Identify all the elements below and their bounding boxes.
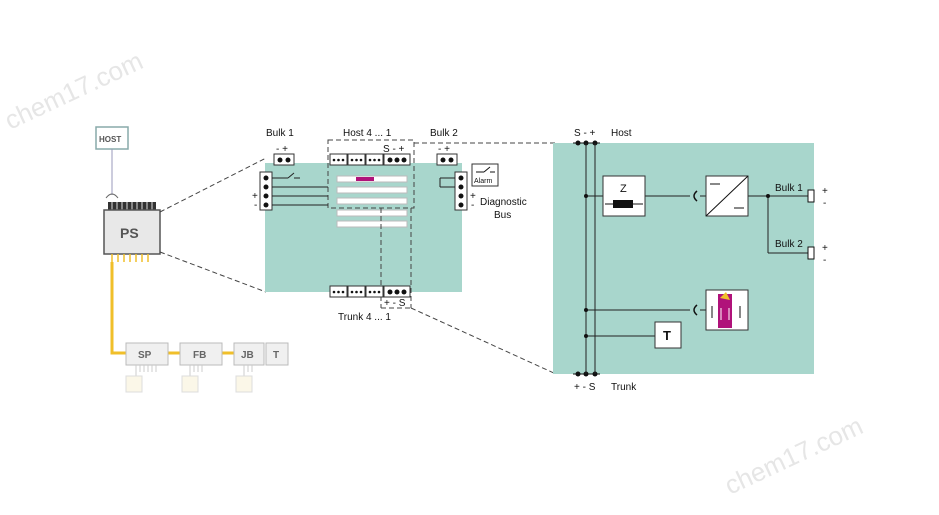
- diag-minus: -: [471, 200, 474, 211]
- device-fb-label: FB: [193, 350, 206, 361]
- host-ps-arc: [105, 193, 119, 199]
- b1-minus: -: [823, 198, 826, 209]
- z-resistor: [613, 200, 633, 208]
- field-device-3: [235, 375, 253, 393]
- led-row-3: [336, 197, 408, 205]
- bulk2-connector: [436, 153, 458, 166]
- bus-label: Bus: [494, 210, 511, 221]
- host-s-pm: S - +: [383, 144, 405, 155]
- host-area-dashed: [327, 139, 415, 209]
- trunk-pm-s: + - S: [384, 298, 406, 309]
- schematic-host-label: Host: [611, 128, 632, 139]
- led-row-2: [336, 186, 408, 194]
- z-block: [602, 175, 646, 217]
- device-sp-label: SP: [138, 350, 152, 361]
- t-block: [654, 321, 682, 349]
- field-device-1: [125, 375, 143, 393]
- zoom-line-top: [159, 157, 267, 213]
- schematic-host-terms: S - +: [574, 128, 596, 139]
- schematic-body: [553, 143, 814, 374]
- z-label: Z: [620, 183, 627, 195]
- schematic-bulk1-label: Bulk 1: [775, 183, 803, 194]
- diagnostic-bar: [718, 294, 732, 328]
- schematic-bulk2-label: Bulk 2: [775, 239, 803, 250]
- left-minus: -: [254, 200, 257, 211]
- right-terminal: [454, 171, 468, 211]
- diagnostic-label: Diagnostic: [480, 197, 527, 208]
- schematic-trunk-terms: + - S: [574, 382, 596, 393]
- schematic: S - + Host + - S Trunk: [553, 128, 828, 393]
- led-row-1-active: [356, 177, 374, 181]
- device-t-label: T: [273, 350, 279, 361]
- trunk-range-label: Trunk 4 ... 1: [338, 312, 391, 323]
- bulk1-connector: [273, 153, 295, 166]
- bulk1-label: Bulk 1: [266, 128, 294, 139]
- bulk1-out-terminal: [807, 189, 815, 203]
- watermark-top: chem17.com: [0, 45, 147, 135]
- schematic-trunk-label: Trunk: [611, 382, 637, 393]
- ps-module: [103, 209, 161, 255]
- b2-minus: -: [823, 255, 826, 266]
- led-row-4: [336, 209, 408, 217]
- field-device-2: [181, 375, 199, 393]
- power-module: Bulk 1 Host 4 ... 1 Bulk 2 - + S - + - +: [252, 128, 556, 323]
- device-t: [265, 342, 289, 366]
- coupler-2: [693, 304, 698, 316]
- b1-plus: +: [822, 186, 828, 197]
- bulk2-label: Bulk 2: [430, 128, 458, 139]
- b2-plus: +: [822, 243, 828, 254]
- ps-label: PS: [120, 225, 139, 241]
- led-row-5: [336, 220, 408, 228]
- device-sp: [125, 342, 169, 366]
- host-range-label: Host 4 ... 1: [343, 128, 392, 139]
- device-jb-label: JB: [241, 350, 254, 361]
- device-fb: [179, 342, 223, 366]
- t-label: T: [663, 328, 671, 343]
- zoom-line-trunk: [410, 307, 557, 375]
- host-label: HOST: [99, 135, 121, 144]
- system-overview: HOST PS SP FB JB T: [95, 126, 289, 393]
- bulk1-pm: - +: [276, 144, 288, 155]
- device-jb: [233, 342, 265, 366]
- watermark-bottom: chem17.com: [720, 410, 868, 500]
- coupler-1: [693, 190, 698, 202]
- bulk2-out-terminal: [807, 246, 815, 260]
- bulk2-pm: - +: [438, 144, 450, 155]
- left-terminal: [259, 171, 273, 211]
- zoom-line-bottom: [159, 251, 267, 293]
- left-plus: +: [252, 191, 258, 202]
- trunk-cable: [110, 262, 126, 355]
- diag-plus: +: [470, 191, 476, 202]
- alarm-box: [471, 163, 499, 187]
- alarm-label: Alarm: [474, 178, 492, 185]
